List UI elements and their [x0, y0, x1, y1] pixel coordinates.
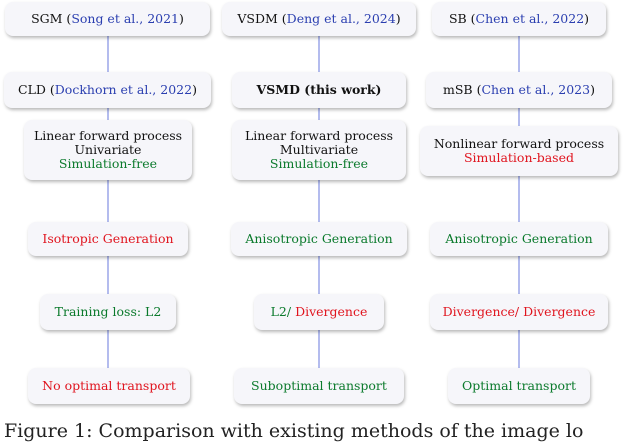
simulation-label: Simulation-based [463, 150, 574, 165]
transport-box-1: No optimal transport [28, 368, 190, 404]
method-box-vsdm: VSDM (Deng et al., 2024) [222, 2, 416, 36]
variant-name: CLD [18, 82, 46, 97]
method-name: SB [448, 11, 467, 26]
process-line: Linear forward process [244, 128, 394, 143]
process-box-1: Linear forward process Univariate Simula… [24, 120, 192, 180]
method-citation: Chen et al., 2022 [475, 11, 585, 26]
loss-label: L2/ [270, 304, 292, 319]
figure-caption: Figure 1: Comparison with existing metho… [4, 420, 584, 442]
variant-box-msb: mSB (Chen et al., 2023) [426, 72, 612, 108]
generation-box-2: Anisotropic Generation [231, 222, 407, 256]
method-box-sgm: SGM (Song et al., 2021) [5, 2, 210, 36]
method-citation: Deng et al., 2024 [286, 11, 396, 26]
method-name: SGM [31, 11, 63, 26]
loss-box-2: L2/ Divergence [254, 294, 384, 330]
loss-box-1: Training loss: L2 [40, 294, 176, 330]
process-line: Nonlinear forward process [433, 136, 605, 151]
variant-name: mSB [443, 82, 473, 97]
generation-box-3: Anisotropic Generation [430, 222, 608, 256]
method-name: VSDM [237, 11, 278, 26]
generation-label: Isotropic Generation [42, 231, 174, 246]
loss-label-divergence: Divergence [295, 304, 368, 319]
method-box-sb: SB (Chen et al., 2022) [432, 2, 606, 36]
generation-box-1: Isotropic Generation [28, 222, 188, 256]
transport-label: Optimal transport [462, 378, 576, 393]
loss-label: Training loss: L2 [54, 304, 162, 319]
transport-box-3: Optimal transport [448, 368, 590, 404]
loss-label: Divergence/ [442, 304, 520, 319]
transport-label: Suboptimal transport [251, 378, 387, 393]
process-box-2: Linear forward process Multivariate Simu… [232, 120, 406, 180]
process-line: Linear forward process [33, 128, 183, 143]
simulation-label: Simulation-free [269, 156, 369, 171]
simulation-label: Simulation-free [58, 156, 158, 171]
method-citation: Song et al., 2021 [71, 11, 180, 26]
variant-box-vsmd: VSMD (this work) [232, 72, 406, 108]
generation-label: Anisotropic Generation [445, 231, 593, 246]
generation-label: Anisotropic Generation [245, 231, 393, 246]
process-line: Multivariate [279, 142, 359, 157]
variant-citation: Dockhorn et al., 2022 [54, 82, 193, 97]
variant-name: VSMD (this work) [256, 82, 382, 97]
loss-box-3: Divergence/ Divergence [430, 294, 608, 330]
transport-label: No optimal transport [42, 378, 176, 393]
variant-citation: Chen et al., 2023 [481, 82, 591, 97]
transport-box-2: Suboptimal transport [234, 368, 404, 404]
process-box-3: Nonlinear forward process Simulation-bas… [420, 126, 618, 176]
variant-box-cld: CLD (Dockhorn et al., 2022) [4, 72, 211, 108]
loss-label-divergence: Divergence [523, 304, 596, 319]
process-line: Univariate [74, 142, 142, 157]
